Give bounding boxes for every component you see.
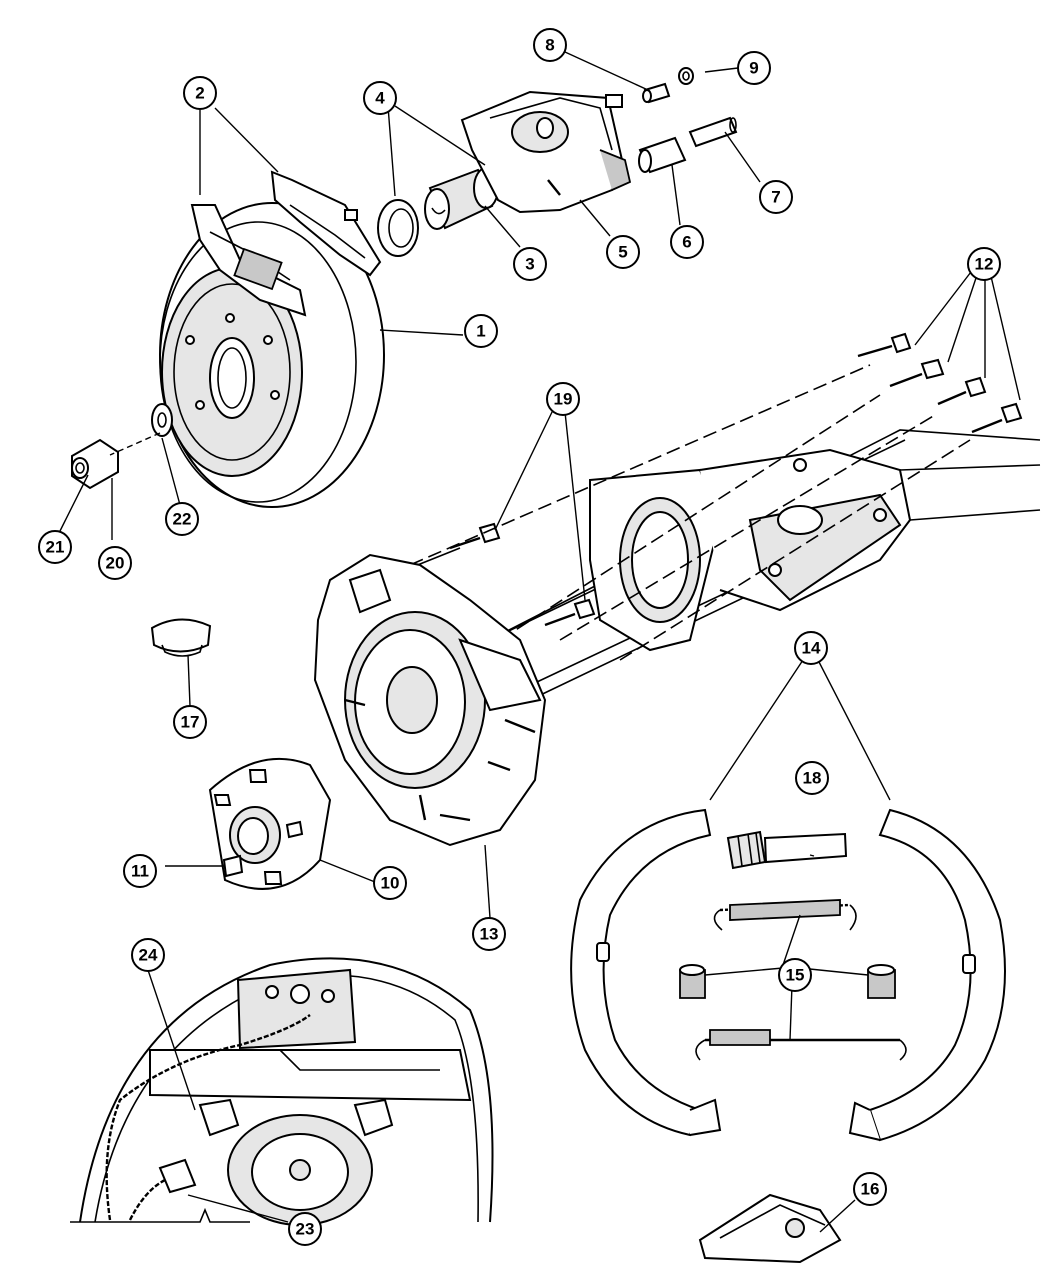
callout-label: 15: [786, 966, 805, 985]
callout-label: 14: [802, 639, 821, 658]
callout-label: 20: [106, 554, 125, 573]
axle-flange-bolts: [449, 332, 1023, 627]
callout-5: 5: [606, 235, 640, 269]
caliper-bushing: [638, 136, 687, 174]
callout-15: 15: [778, 958, 812, 992]
hold-down-springs: [679, 964, 896, 999]
callout-label: 1: [476, 322, 485, 341]
callout-6: 6: [670, 225, 704, 259]
callout-label: 6: [682, 233, 691, 252]
callout-label: 5: [618, 243, 627, 262]
callout-2: 2: [183, 76, 217, 110]
callout-13: 13: [472, 917, 506, 951]
return-springs: [695, 899, 907, 1061]
axle-housing: [469, 429, 1041, 701]
callout-label: 13: [480, 925, 499, 944]
callout-label: 4: [375, 89, 385, 108]
callout-label: 21: [46, 538, 65, 557]
callout-22: 22: [165, 502, 199, 536]
callout-1: 1: [464, 314, 498, 348]
shoe-adjuster: [726, 830, 848, 870]
callout-10: 10: [373, 866, 407, 900]
callout-label: 22: [173, 510, 192, 529]
callout-label: 7: [771, 188, 780, 207]
callout-14: 14: [794, 631, 828, 665]
callout-17: 17: [173, 705, 207, 739]
callout-18: 18: [795, 761, 829, 795]
park-brake-lever: [698, 1193, 842, 1264]
callout-label: 11: [131, 862, 149, 881]
callout-label: 24: [139, 946, 158, 965]
caliper-guide-pin: [688, 116, 738, 148]
bleeder-screw: [642, 82, 671, 104]
callout-label: 18: [803, 769, 822, 788]
callout-label: 10: [381, 874, 400, 893]
callout-label: 12: [975, 255, 994, 274]
hub-nut: [71, 438, 119, 490]
callout-24: 24: [131, 938, 165, 972]
callout-23: 23: [288, 1212, 322, 1246]
callout-leaders: [57, 51, 1021, 1233]
callout-11: 11: [123, 854, 157, 888]
sensor-detail-view: [70, 957, 494, 1226]
callout-19: 19: [546, 382, 580, 416]
callout-16: 16: [853, 1172, 887, 1206]
callout-7: 7: [759, 180, 793, 214]
callout-label: 16: [861, 1180, 880, 1199]
callout-12: 12: [967, 247, 1001, 281]
callout-8: 8: [533, 28, 567, 62]
callout-label: 9: [749, 59, 758, 78]
bleeder-cap: [678, 67, 694, 85]
callout-label: 17: [181, 713, 200, 732]
callout-label: 3: [525, 255, 534, 274]
brake-caliper: [460, 90, 632, 214]
callout-4: 4: [363, 81, 397, 115]
callout-label: 2: [195, 84, 204, 103]
callout-label: 19: [554, 390, 573, 409]
washer: [151, 403, 173, 437]
callout-9: 9: [737, 51, 771, 85]
access-plug: [150, 618, 212, 657]
callout-label: 8: [545, 36, 554, 55]
callout-21: 21: [38, 530, 72, 564]
park-brake-shoes: [570, 808, 1006, 1142]
brake-rotor: [159, 202, 385, 508]
brake-support-plate: [313, 553, 547, 847]
callout-20: 20: [98, 546, 132, 580]
callout-label: 23: [296, 1220, 315, 1239]
piston-seal: [377, 199, 419, 257]
wheel-stud: [222, 854, 244, 878]
brake-pads: [190, 170, 382, 317]
callout-3: 3: [513, 247, 547, 281]
